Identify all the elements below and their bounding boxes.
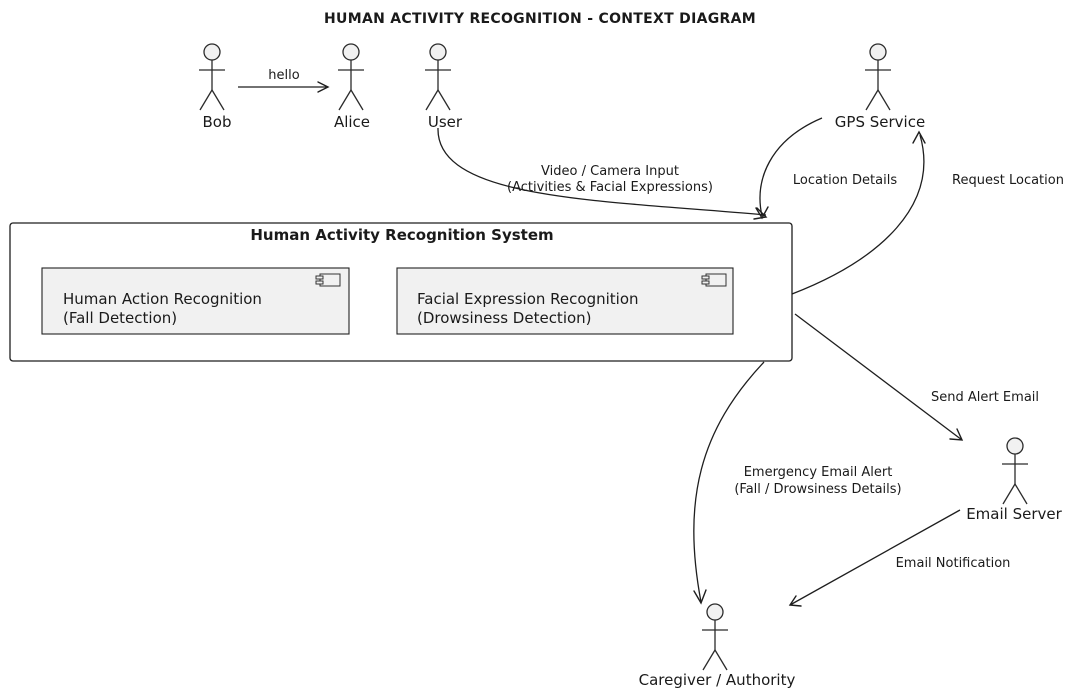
diagram-title: HUMAN ACTIVITY RECOGNITION - CONTEXT DIA… [324, 11, 756, 27]
actor-email-server-label: Email Server [966, 505, 1062, 523]
edge-send-alert-label: Send Alert Email [931, 390, 1039, 405]
component-human-action-recognition[interactable]: Human Action Recognition (Fall Detection… [41, 267, 350, 335]
actor-user[interactable]: User [425, 43, 463, 131]
edge-system-email: Send Alert Email [794, 313, 1039, 441]
actor-gps-label: GPS Service [835, 113, 925, 131]
actor-gps-service[interactable]: GPS Service [835, 43, 925, 131]
edge-video-label-1: Video / Camera Input [541, 164, 679, 179]
edge-email-notification-label: Email Notification [896, 556, 1011, 571]
edge-bob-alice: hello [238, 68, 330, 93]
system-boundary[interactable]: Human Activity Recognition System Human … [9, 222, 793, 362]
component-facial-expression-recognition[interactable]: Facial Expression Recognition (Drowsines… [396, 267, 734, 335]
actor-caregiver-figure [702, 603, 728, 671]
actor-gps-figure [865, 43, 891, 111]
component-icon [701, 273, 727, 287]
component-2-line1: Facial Expression Recognition [417, 290, 639, 308]
actor-email-server-figure [1002, 437, 1028, 505]
edge-emergency-label-2: (Fall / Drowsiness Details) [734, 482, 901, 497]
edge-location-details-label: Location Details [793, 173, 897, 188]
actor-user-figure [425, 43, 451, 111]
component-2-line2: (Drowsiness Detection) [417, 309, 592, 327]
system-title: Human Activity Recognition System [250, 226, 553, 244]
actor-caregiver-label: Caregiver / Authority [639, 671, 796, 688]
edge-request-location-label: Request Location [952, 173, 1064, 188]
edge-user-system: Video / Camera Input (Activities & Facia… [437, 127, 768, 220]
edge-hello-label: hello [268, 68, 299, 83]
actor-user-label: User [428, 113, 463, 131]
actor-caregiver[interactable]: Caregiver / Authority [639, 603, 796, 688]
edge-system-gps: Request Location [791, 130, 1064, 295]
edge-emergency-label-1: Emergency Email Alert [744, 465, 893, 480]
actor-bob-figure [199, 43, 225, 111]
component-1-line2: (Fall Detection) [63, 309, 177, 327]
actor-alice[interactable]: Alice [334, 43, 370, 131]
actor-email-server[interactable]: Email Server [966, 437, 1063, 523]
edge-email-caregiver: Email Notification [788, 509, 1011, 607]
edge-video-label-2: (Activities & Facial Expressions) [507, 180, 713, 195]
actor-alice-figure [338, 43, 364, 111]
component-icon [315, 273, 341, 287]
actor-bob[interactable]: Bob [199, 43, 232, 131]
edge-gps-system: Location Details [755, 117, 897, 220]
component-1-line1: Human Action Recognition [63, 290, 262, 308]
actor-alice-label: Alice [334, 113, 370, 131]
edge-system-caregiver: Emergency Email Alert (Fall / Drowsiness… [693, 361, 902, 605]
actor-bob-label: Bob [203, 113, 232, 131]
